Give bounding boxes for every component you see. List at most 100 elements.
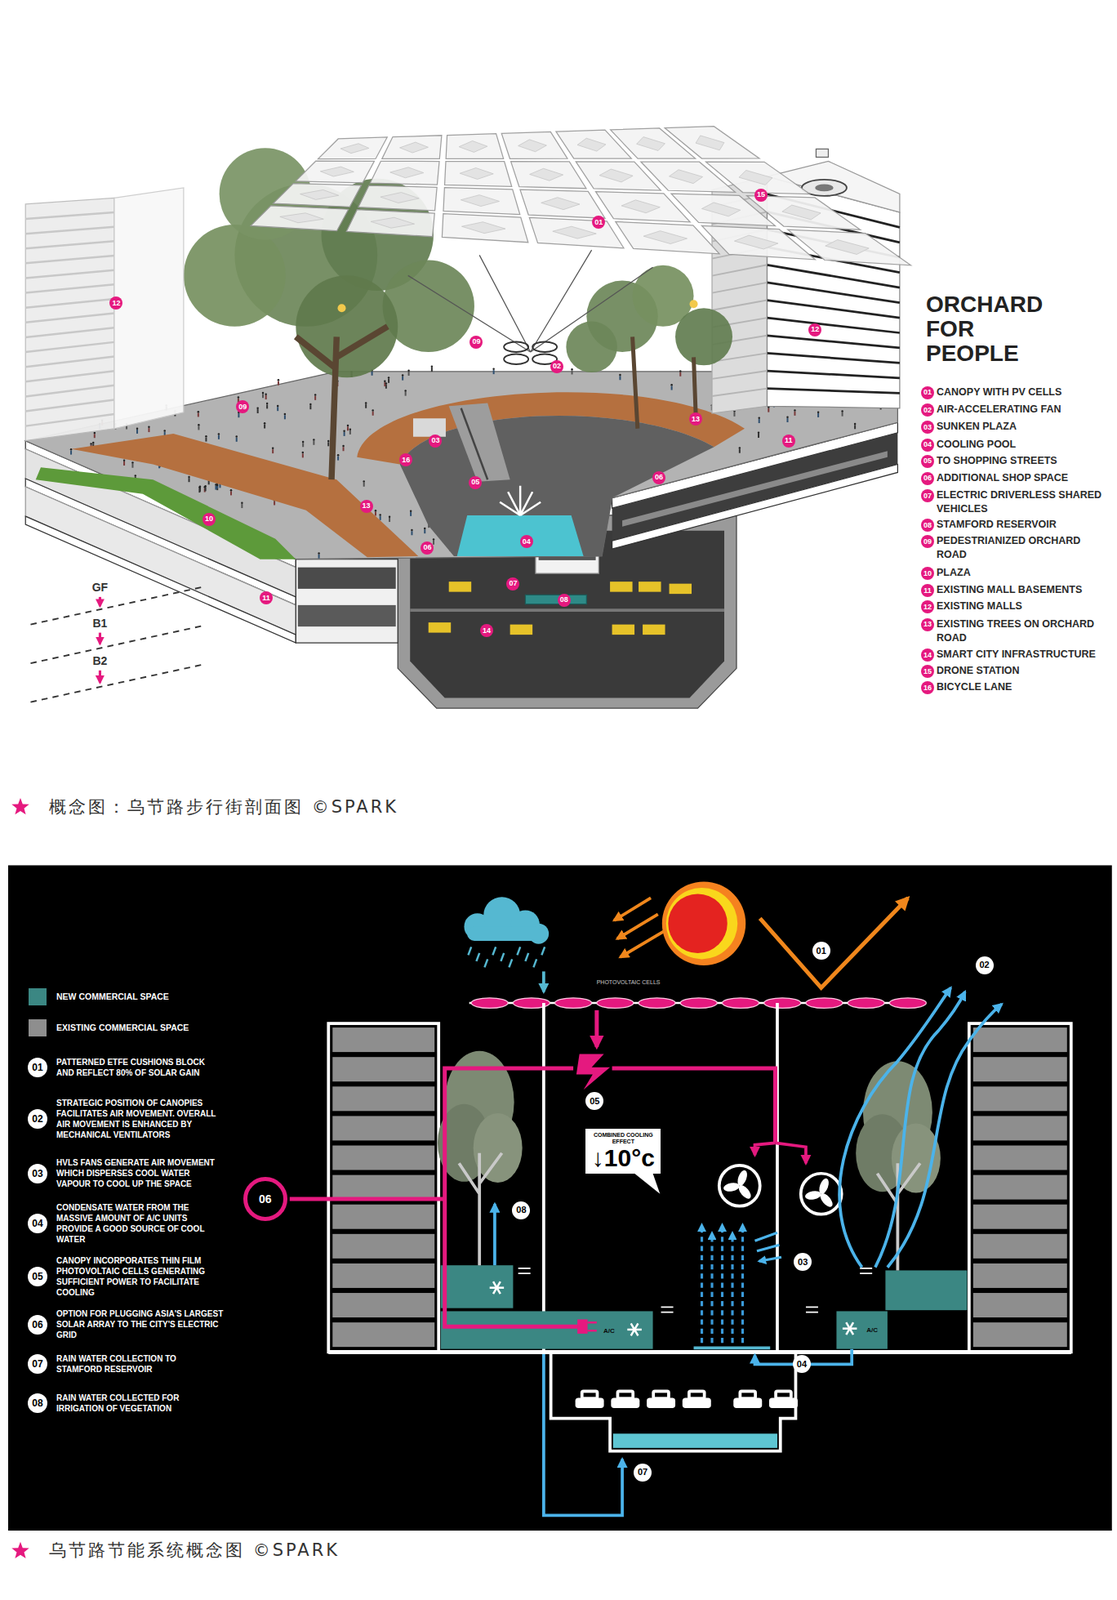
pedestrian [671, 386, 673, 391]
item-number: 07 [921, 489, 935, 503]
pedestrian [364, 401, 367, 404]
rain-drop [533, 958, 537, 967]
structure [518, 1268, 873, 1313]
etfe-cushion [701, 202, 740, 217]
level-markers [30, 586, 204, 624]
pedestrian [817, 413, 819, 418]
power-wiring [445, 1068, 578, 1327]
pedestrian [347, 426, 349, 431]
existing-floor [973, 1056, 1068, 1082]
pedestrian [312, 438, 315, 441]
etfe-cushion [459, 168, 494, 180]
item-text: COOLING POOL [936, 437, 1107, 452]
legend-entry: EXISTING COMMERCIAL SPACE [28, 1019, 189, 1037]
existing-mall-tower [25, 212, 115, 427]
callout-number: 02 [550, 360, 564, 374]
vapour-arrow [710, 1232, 713, 1343]
air-and-water-flows [543, 1353, 623, 1515]
pedestrian [786, 415, 788, 418]
structure [885, 1269, 967, 1310]
pedestrian [147, 426, 150, 428]
pedestrian [758, 418, 761, 423]
etfe-cushion [787, 229, 912, 266]
pedestrian [312, 440, 315, 446]
snowflake [493, 1281, 501, 1294]
air-and-water-flows [494, 987, 1002, 1515]
etfe-cushion [782, 204, 821, 220]
pedestrian [93, 433, 96, 438]
etfe-cushion [738, 169, 773, 185]
etfe-cushion [320, 166, 354, 177]
etfe-cushion [390, 167, 424, 179]
legend-item: 06ADDITIONAL SHOP SPACE [921, 471, 1107, 486]
structure [328, 1349, 1072, 1354]
power-wiring [774, 1142, 806, 1163]
callout-number: 06 [652, 471, 666, 485]
pedestrian [423, 529, 426, 534]
item-text: SUNKEN PLAZA [936, 419, 1107, 434]
pedestrian [262, 393, 264, 398]
level-markers [98, 596, 102, 606]
trees [437, 1050, 941, 1271]
sun [662, 881, 746, 965]
item-text: PEDESTRIANIZED ORCHARD ROAD [936, 534, 1107, 562]
sunken-plaza [449, 403, 511, 482]
facade-stripe [25, 342, 115, 352]
pedestrian [318, 554, 321, 559]
existing-floor [973, 1233, 1068, 1259]
underground-road [409, 608, 725, 612]
sun [617, 913, 659, 939]
pedestrian [277, 381, 280, 386]
pedestrian [70, 448, 72, 450]
pedestrian [263, 422, 266, 424]
sun [614, 881, 908, 988]
pedestrian [271, 447, 274, 450]
pedestrian [136, 427, 138, 429]
callout-number: 11 [259, 591, 273, 605]
pedestrian [432, 538, 435, 540]
air-and-water-flows [875, 991, 966, 1267]
pedestrian [273, 500, 276, 505]
air-and-water-flows [702, 1223, 744, 1343]
callout-number: 11 [784, 436, 793, 445]
air-and-water-flows [493, 1203, 497, 1265]
pedestrian [197, 412, 200, 417]
facade-stripe [766, 264, 899, 288]
fan-blade [804, 1189, 822, 1201]
pedestrian [409, 511, 412, 517]
etfe-cushion [695, 135, 725, 151]
mall-basement-slabs [298, 567, 397, 589]
car [690, 1392, 704, 1397]
etfe-cushion [370, 217, 414, 228]
item-number: 06 [921, 471, 935, 486]
mall-basement-slabs [295, 559, 398, 643]
facade-stripe [25, 356, 115, 368]
callout-number: 16 [401, 456, 410, 464]
callout-number: 13 [691, 415, 700, 423]
item-text: PATTERNED ETFE CUSHIONS BLOCK AND REFLEC… [56, 1056, 224, 1078]
rain-cloud [467, 946, 545, 967]
etfe-cushion [317, 137, 388, 160]
note-item: 03HVLS FANS GENERATE AIR MOVEMENT WHICH … [27, 1157, 224, 1189]
structure [551, 1351, 797, 1451]
pedestrian [218, 432, 220, 435]
rain-drop [492, 946, 496, 955]
existing-trees [675, 307, 733, 365]
pedestrian [618, 375, 621, 380]
level-markers [30, 663, 204, 702]
callout-number: 01 [594, 218, 603, 227]
pedestrian [327, 441, 330, 446]
existing-floor [973, 1292, 1068, 1318]
pedestrian [407, 369, 410, 371]
item-number: 12 [921, 600, 935, 614]
pedestrian [197, 410, 200, 413]
item-text: ADDITIONAL SHOP SPACE [936, 471, 1107, 486]
deck-and-lane [35, 467, 297, 559]
legend-item: 10PLAZA [921, 566, 1107, 580]
structure [836, 1310, 887, 1349]
pedestrian [187, 476, 190, 478]
heading: ORCHARD FOR PEOPLE [925, 292, 1065, 366]
note-item: 04CONDENSATE WATER FROM THE MASSIVE AMOU… [27, 1201, 224, 1245]
callout-number: 07 [506, 577, 520, 591]
pv-cell [889, 997, 926, 1008]
